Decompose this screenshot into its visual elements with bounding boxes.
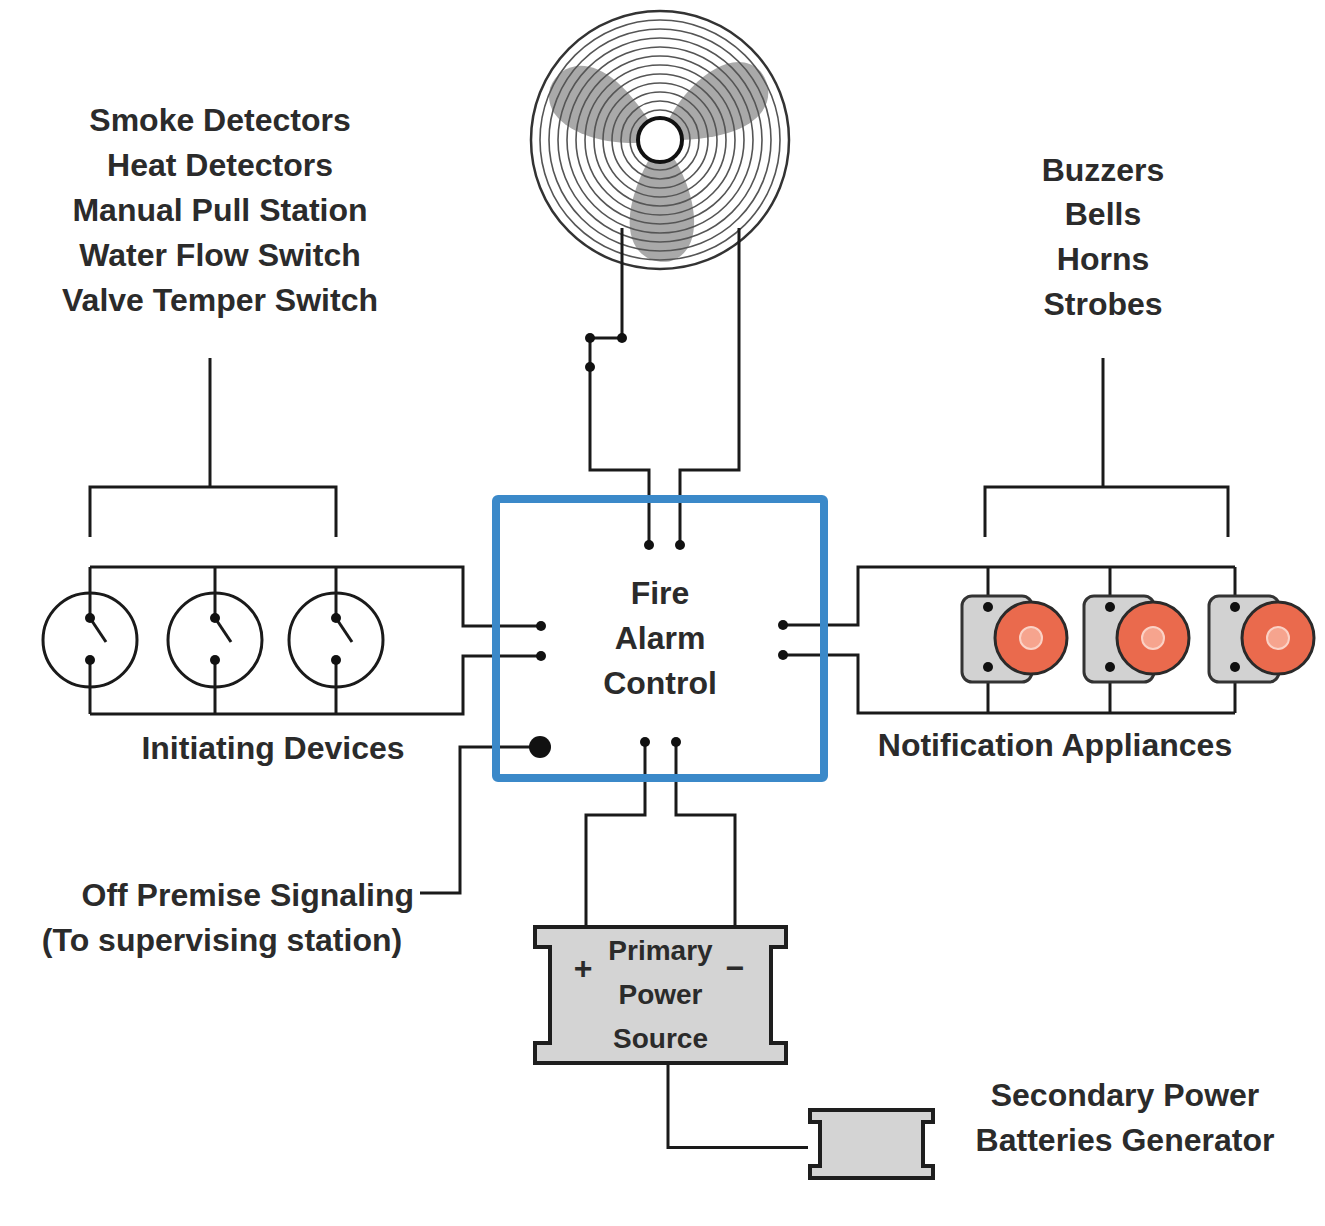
strobe-lens [1242, 602, 1314, 674]
device-type: Manual Pull Station [72, 190, 367, 230]
terminal-dot [1230, 662, 1240, 672]
bracket [90, 487, 336, 537]
group-label: Notification Appliances [878, 725, 1232, 765]
device-lead [335, 567, 338, 618]
appliance-type: Buzzers [1042, 150, 1165, 190]
terminal-dot [585, 362, 595, 372]
guard-ring [567, 47, 753, 233]
appliance-type: Strobes [1043, 284, 1162, 324]
guard-ring [549, 29, 771, 251]
terminal-dot [983, 662, 993, 672]
secondary-power-box: Secondary Power Batteries Generator [808, 1108, 935, 1180]
terminal-dot [1230, 602, 1240, 612]
terminal-dot [778, 620, 788, 630]
polarity-sign: − [726, 951, 745, 985]
power-wire [586, 782, 645, 925]
fan-guard [531, 11, 789, 269]
guard-ring [630, 110, 690, 170]
guard-ring [594, 74, 726, 206]
power-source-name: Primary Power Source [586, 929, 736, 1061]
device-type: Smoke Detectors [89, 100, 350, 140]
strobe-lamp [1267, 627, 1289, 649]
power-source-box: +Primary Power Source− [533, 925, 788, 1065]
terminal-dot [1105, 662, 1115, 672]
fan-hub [638, 118, 682, 162]
terminal-dot [331, 613, 341, 623]
guard-ring [612, 92, 708, 188]
notification-appliances [962, 567, 1314, 713]
device-lead [89, 660, 92, 714]
signal-label: (To supervising station) [42, 920, 402, 960]
strobe-lens [1117, 602, 1189, 674]
bracket [209, 358, 212, 487]
guard-ring [585, 65, 735, 215]
terminals [529, 333, 788, 758]
terminal-dot [644, 540, 654, 550]
node-outline [808, 1108, 935, 1180]
device-lead [214, 660, 217, 714]
fan-blades [537, 50, 779, 267]
terminal-dot [536, 621, 546, 631]
fan-wire [590, 228, 622, 338]
power-wire [668, 1065, 808, 1148]
node-outline-path [535, 927, 786, 1063]
strobe-lamp [1142, 627, 1164, 649]
guard-ring [540, 20, 780, 260]
polarity-sign: + [574, 951, 593, 985]
terminal-dot [210, 655, 220, 665]
fan-wire [590, 367, 649, 545]
device-lead [89, 567, 92, 618]
device-type: Valve Temper Switch [62, 280, 378, 320]
wires [90, 228, 1235, 893]
device-type: Water Flow Switch [79, 235, 361, 275]
terminal-dot [671, 737, 681, 747]
signal-terminal [529, 736, 551, 758]
connectors [586, 782, 808, 1148]
secondary-power-name: Secondary Power Batteries Generator [975, 1073, 1275, 1163]
terminal-dot [1105, 602, 1115, 612]
initiating-device [43, 567, 137, 714]
initiating-devices [43, 567, 383, 714]
notification-appliance [1084, 567, 1189, 713]
group-label: Initiating Devices [141, 728, 404, 768]
device-lead [335, 660, 338, 714]
terminal-dot [983, 602, 993, 612]
device-type: Heat Detectors [107, 145, 333, 185]
terminal-dot [331, 655, 341, 665]
terminal-dot [617, 333, 627, 343]
terminal-dot [210, 613, 220, 623]
guard-ring [576, 56, 744, 224]
guard-ring [603, 83, 717, 197]
fan-guard-rings [540, 20, 780, 260]
terminal-dot [85, 613, 95, 623]
bracket [1102, 358, 1105, 487]
terminal-dot [778, 650, 788, 660]
node-outline-path [810, 1110, 933, 1178]
terminal-dot [85, 655, 95, 665]
appliance-type: Bells [1065, 194, 1141, 234]
control-panel-box: Fire Alarm Control [492, 495, 828, 782]
power-wire [676, 782, 735, 925]
appliance-type: Horns [1057, 239, 1149, 279]
signal-label: Off Premise Signaling [81, 875, 414, 915]
terminal-dot [585, 333, 595, 343]
bracket [985, 487, 1228, 537]
terminal-dot [675, 540, 685, 550]
notification-appliance [962, 567, 1067, 713]
notification-appliance [1209, 567, 1314, 713]
guard-ring [558, 38, 762, 242]
initiating-device [289, 567, 383, 714]
strobe-lens [995, 602, 1067, 674]
panel-name: Fire Alarm Control [590, 571, 730, 706]
terminal-dot [640, 737, 650, 747]
guard-ring [621, 101, 699, 179]
fan-illustration [531, 11, 789, 269]
terminal-dot [536, 651, 546, 661]
device-lead [214, 567, 217, 618]
initiating-device [168, 567, 262, 714]
off-premise-wire [420, 747, 540, 893]
strobe-lamp [1020, 627, 1042, 649]
